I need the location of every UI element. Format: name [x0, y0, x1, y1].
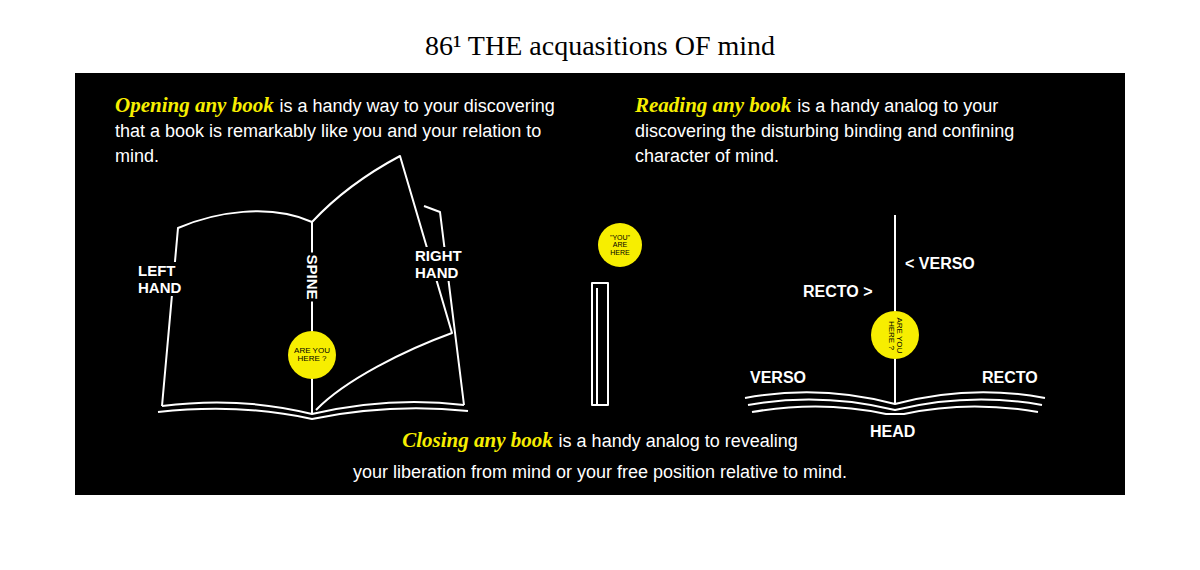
you-are-here-circle: ARE YOU HERE ?	[288, 331, 336, 379]
part-label: < VERSO	[903, 255, 977, 272]
right-page	[424, 206, 464, 405]
spine-line	[311, 222, 313, 413]
paragraph-heading: Opening any book	[115, 93, 274, 117]
paragraph-heading: Reading any book	[635, 93, 791, 117]
paragraph-heading: Closing any book	[402, 428, 553, 452]
closed-book-edge	[596, 288, 598, 405]
text-paragraph: Opening any bookis a handy way to your d…	[115, 93, 560, 169]
spine-label: SPINE	[304, 252, 321, 301]
text-paragraph: Reading any bookis a handy analog to you…	[635, 93, 1085, 169]
you-are-here-circle: "YOU" ARE HERE	[598, 223, 642, 267]
closed-book	[592, 283, 608, 405]
you-are-here-circle: ARE YOU HERE ?	[871, 311, 919, 359]
circle-label: "YOU" ARE HERE	[607, 234, 633, 256]
page-stack	[748, 400, 1042, 410]
page-stack	[752, 406, 1038, 414]
page-stack	[745, 392, 1045, 404]
turning-page	[312, 156, 452, 410]
page-title: 86¹ THE acquasitions OF mind	[0, 30, 1200, 62]
text-panel: Opening any bookis a handy way to your d…	[75, 73, 1125, 495]
standing-page	[894, 215, 896, 404]
part-label: HEAD	[868, 423, 917, 440]
part-label: LEFT HAND	[136, 262, 183, 296]
circle-label: ARE YOU HERE ?	[293, 347, 331, 364]
part-label: VERSO	[748, 369, 808, 386]
left-page	[162, 211, 312, 406]
circle-label: ARE YOU HERE ?	[887, 316, 904, 354]
part-label: RIGHT HAND	[413, 247, 464, 281]
line-spacer	[255, 425, 395, 445]
panel-ground	[75, 73, 1125, 495]
text-paragraph: Closing any bookis a handy analog to rev…	[255, 425, 945, 488]
part-label: RECTO >	[801, 283, 875, 300]
page-stack	[158, 408, 468, 419]
part-label: RECTO	[980, 369, 1040, 386]
